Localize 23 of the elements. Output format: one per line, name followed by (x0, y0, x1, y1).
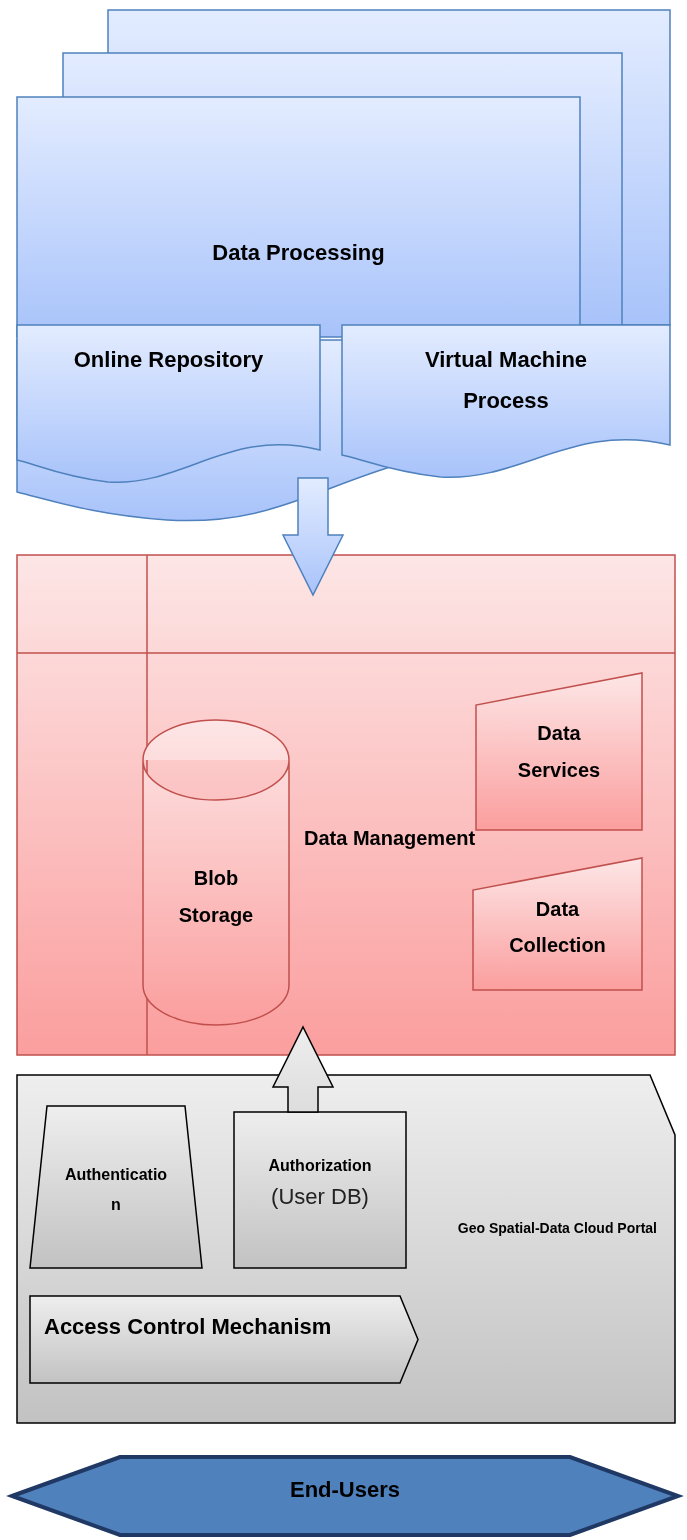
node-label: Data Management (304, 826, 476, 851)
node-label: Geo Spatial-Data Cloud Portal (457, 1219, 657, 1238)
node-label: Data Processing (212, 239, 385, 267)
process-box (234, 1112, 406, 1268)
chevron-shape (30, 1296, 418, 1383)
panel (17, 555, 675, 1055)
document-shape (342, 325, 670, 480)
node-label: (User DB) (271, 1183, 369, 1211)
block-arrow (281, 477, 345, 597)
trapezoid-shape (30, 1106, 202, 1268)
panel (17, 1075, 675, 1423)
node-label: End-Users (289, 1476, 400, 1504)
node-label: Data Services (516, 721, 602, 783)
node-label: Access Control Mechanism (44, 1313, 332, 1341)
node-label: Authorization (268, 1156, 372, 1176)
node-label: Online Repository (73, 346, 264, 374)
block-arrow (271, 1025, 335, 1113)
node-label: Virtual Machine Process (423, 346, 589, 415)
node-label: Data Collection (508, 897, 607, 958)
cylinder (143, 720, 289, 1025)
node-label: Authentication (64, 1165, 168, 1215)
node-label: Blob Storage (177, 866, 255, 928)
manual-input-shape (473, 858, 642, 990)
